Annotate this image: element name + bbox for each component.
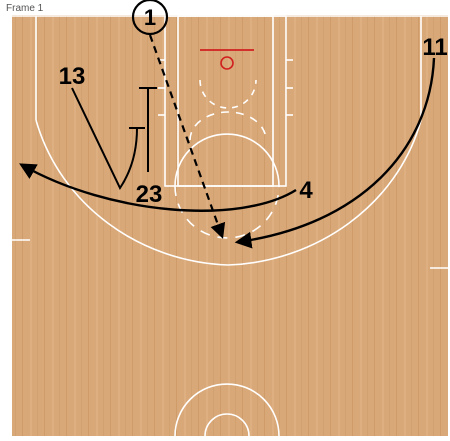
player-23-label: 23	[136, 181, 163, 208]
cut-line-11	[234, 57, 436, 249]
rim	[220, 56, 234, 70]
player-1-label: 1	[144, 5, 156, 30]
basket	[200, 49, 254, 70]
court-floor	[12, 15, 448, 436]
player-13-label: 13	[59, 63, 86, 90]
player-1-circle	[131, 0, 169, 36]
cut-line-4	[19, 163, 297, 212]
screen-line-13	[71, 87, 138, 191]
player-4-label: 4	[299, 177, 313, 204]
player-11-label: 11	[422, 34, 447, 61]
court-lines	[12, 15, 448, 437]
frame-label: Frame 1	[6, 3, 44, 14]
player-1: 1	[131, 0, 169, 36]
